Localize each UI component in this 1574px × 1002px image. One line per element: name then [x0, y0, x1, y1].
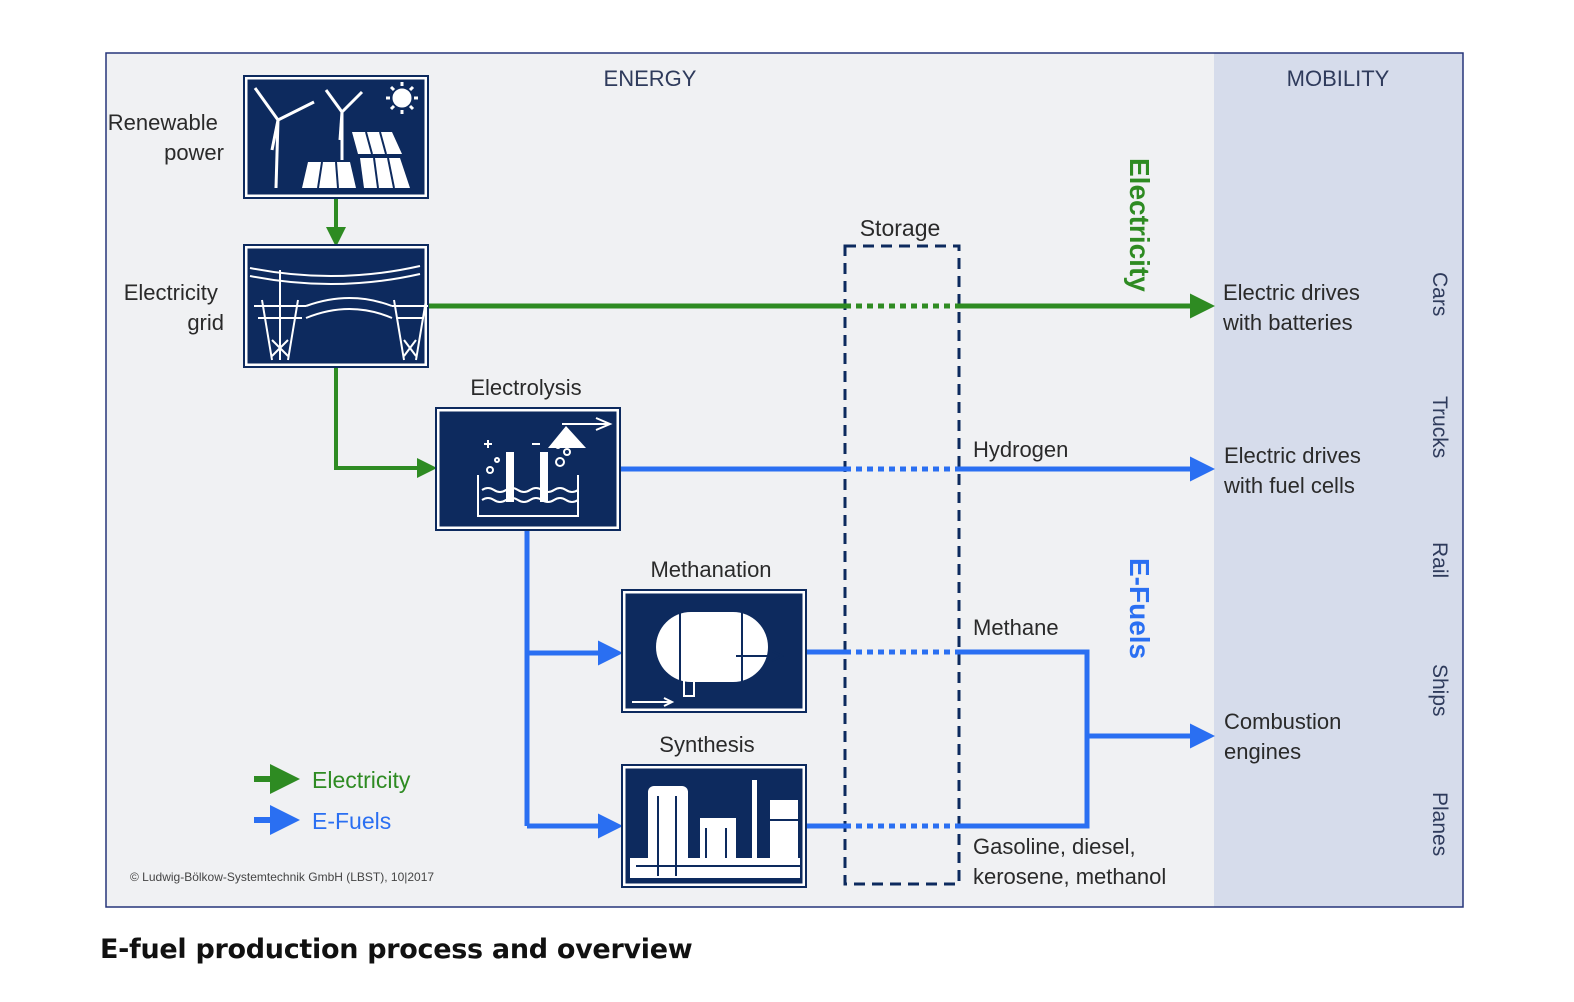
mode-cars: Cars [1428, 272, 1451, 316]
mode-planes: Planes [1428, 792, 1451, 856]
mode-ships: Ships [1428, 664, 1451, 717]
liquid-fuels-label: Gasoline, diesel, kerosene, methanol [973, 834, 1166, 889]
legend-efuels-label: E-Fuels [312, 808, 391, 834]
electricity-vertical-label: Electricity [1124, 158, 1155, 292]
efuels-vertical-label: E-Fuels [1124, 558, 1155, 659]
electricity-grid-icon [243, 244, 429, 368]
electricity-grid-label: Electricity grid [124, 280, 224, 335]
mobility-header: MOBILITY [1287, 66, 1390, 91]
methane-label: Methane [973, 615, 1059, 640]
synthesis-icon [621, 764, 807, 888]
mobility-panel [1214, 53, 1463, 907]
electrolysis-label: Electrolysis [470, 375, 581, 400]
legend: Electricity E-Fuels [254, 764, 411, 835]
methanation-label: Methanation [650, 557, 771, 582]
combustion-label: Combustion engines [1224, 709, 1348, 764]
batteries-label: Electric drives with batteries [1222, 280, 1366, 335]
renewable-power-icon [243, 75, 429, 199]
methanation-icon [621, 589, 807, 713]
copyright-note: © Ludwig-Bölkow-Systemtechnik GmbH (LBST… [130, 870, 434, 884]
fuel-cells-label: Electric drives with fuel cells [1223, 443, 1367, 498]
diagram-frame [105, 52, 1464, 908]
synthesis-label: Synthesis [659, 732, 754, 757]
renewable-power-label: Renewable power [108, 110, 224, 165]
storage-label: Storage [860, 215, 941, 241]
grid-to-electrolysis-arrow [334, 366, 437, 478]
hydrogen-label: Hydrogen [973, 437, 1068, 462]
electrolysis-icon [435, 407, 621, 531]
figure-caption: E-fuel production process and overview [100, 934, 693, 965]
methane-to-junction [959, 649, 1090, 829]
energy-header: ENERGY [604, 66, 697, 91]
legend-electricity-label: Electricity [312, 767, 411, 793]
mode-rail: Rail [1428, 542, 1451, 578]
mode-trucks: Trucks [1428, 396, 1451, 458]
storage-box [843, 244, 961, 886]
